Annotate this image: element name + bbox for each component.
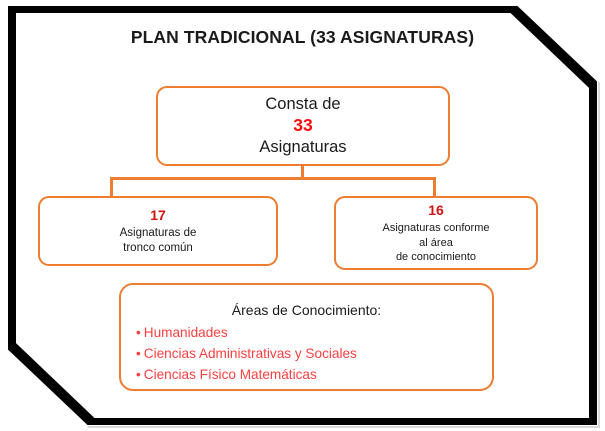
area-list-item: •Humanidades <box>136 322 492 343</box>
areas-heading: Áreas de Conocimiento: <box>231 302 382 318</box>
node-areas-de-conocimiento: Áreas de Conocimiento: •Humanidades•Cien… <box>119 283 494 391</box>
left-line-2: tronco común <box>123 241 193 254</box>
areas-list: •Humanidades•Ciencias Administrativas y … <box>121 322 492 385</box>
root-line-1: Consta de <box>265 95 341 114</box>
left-line-1: Asignaturas de <box>119 226 197 239</box>
right-line-2: al área <box>419 236 453 249</box>
right-line-3: de conocimiento <box>395 251 477 264</box>
right-line-1: Asignaturas conforme <box>382 222 490 235</box>
bullet-icon: • <box>136 346 141 362</box>
connector-horizontal-bar <box>110 177 436 180</box>
area-list-item-label: Ciencias Administrativas y Sociales <box>143 346 357 362</box>
root-line-2: Asignaturas <box>259 137 347 156</box>
connector-drop-left <box>110 177 113 199</box>
node-branch-tronco-comun: 17 Asignaturas de tronco común <box>38 196 278 266</box>
connector-root-stem <box>301 166 304 179</box>
area-list-item: •Ciencias Físico Matemáticas <box>136 364 492 385</box>
area-list-item: •Ciencias Administrativas y Sociales <box>136 343 492 364</box>
bullet-icon: • <box>136 325 141 340</box>
left-count: 17 <box>150 206 166 223</box>
node-root-total-subjects: Consta de 33 Asignaturas <box>156 86 450 166</box>
page-title: PLAN TRADICIONAL (33 ASIGNATURAS) <box>130 27 475 47</box>
area-list-item-label: Humanidades <box>143 325 228 340</box>
root-number: 33 <box>293 115 313 136</box>
area-list-item-label: Ciencias Físico Matemáticas <box>143 367 317 383</box>
right-count: 16 <box>428 202 444 219</box>
connector-drop-right <box>433 177 436 199</box>
node-branch-area-conocimiento: 16 Asignaturas conforme al área de conoc… <box>334 196 538 270</box>
bullet-icon: • <box>136 367 141 383</box>
